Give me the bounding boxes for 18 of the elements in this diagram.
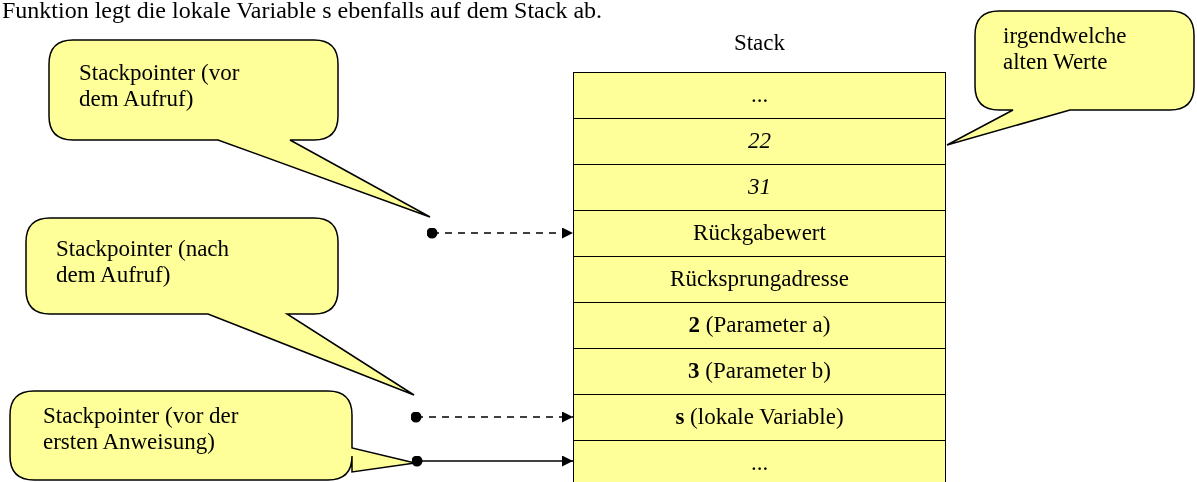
callout-text: Stackpointer (vor dem Aufruf) [79,60,241,113]
stack-cell: 3 (Parameter b) [573,348,946,396]
stack-cell: 2 (Parameter a) [573,302,946,350]
callout-text: irgendwelche alten Werte [1003,23,1128,76]
stack-cell: Rücksprungadresse [573,256,946,304]
stack-cell: s (lokale Variable) [573,394,946,442]
stack-heading: Stack [733,30,786,55]
callout-text: Stackpointer (vor der ersten Anweisung) [43,403,240,456]
stack-cell: 22 [573,118,946,166]
stack-cell: ... [573,440,946,482]
stack-cell: ... [573,72,946,120]
pointer-arrow [426,227,574,239]
pointer-arrow [410,411,574,423]
stack-cell: 31 [573,164,946,212]
pointer-arrow [411,455,574,467]
description-text: Funktion legt die lokale Variable s ebenfalls auf dem Stack ab. [2,0,603,24]
stack-cell: Rückgabewert [573,210,946,258]
callout-text: Stackpointer (nach dem Aufruf) [56,236,231,289]
